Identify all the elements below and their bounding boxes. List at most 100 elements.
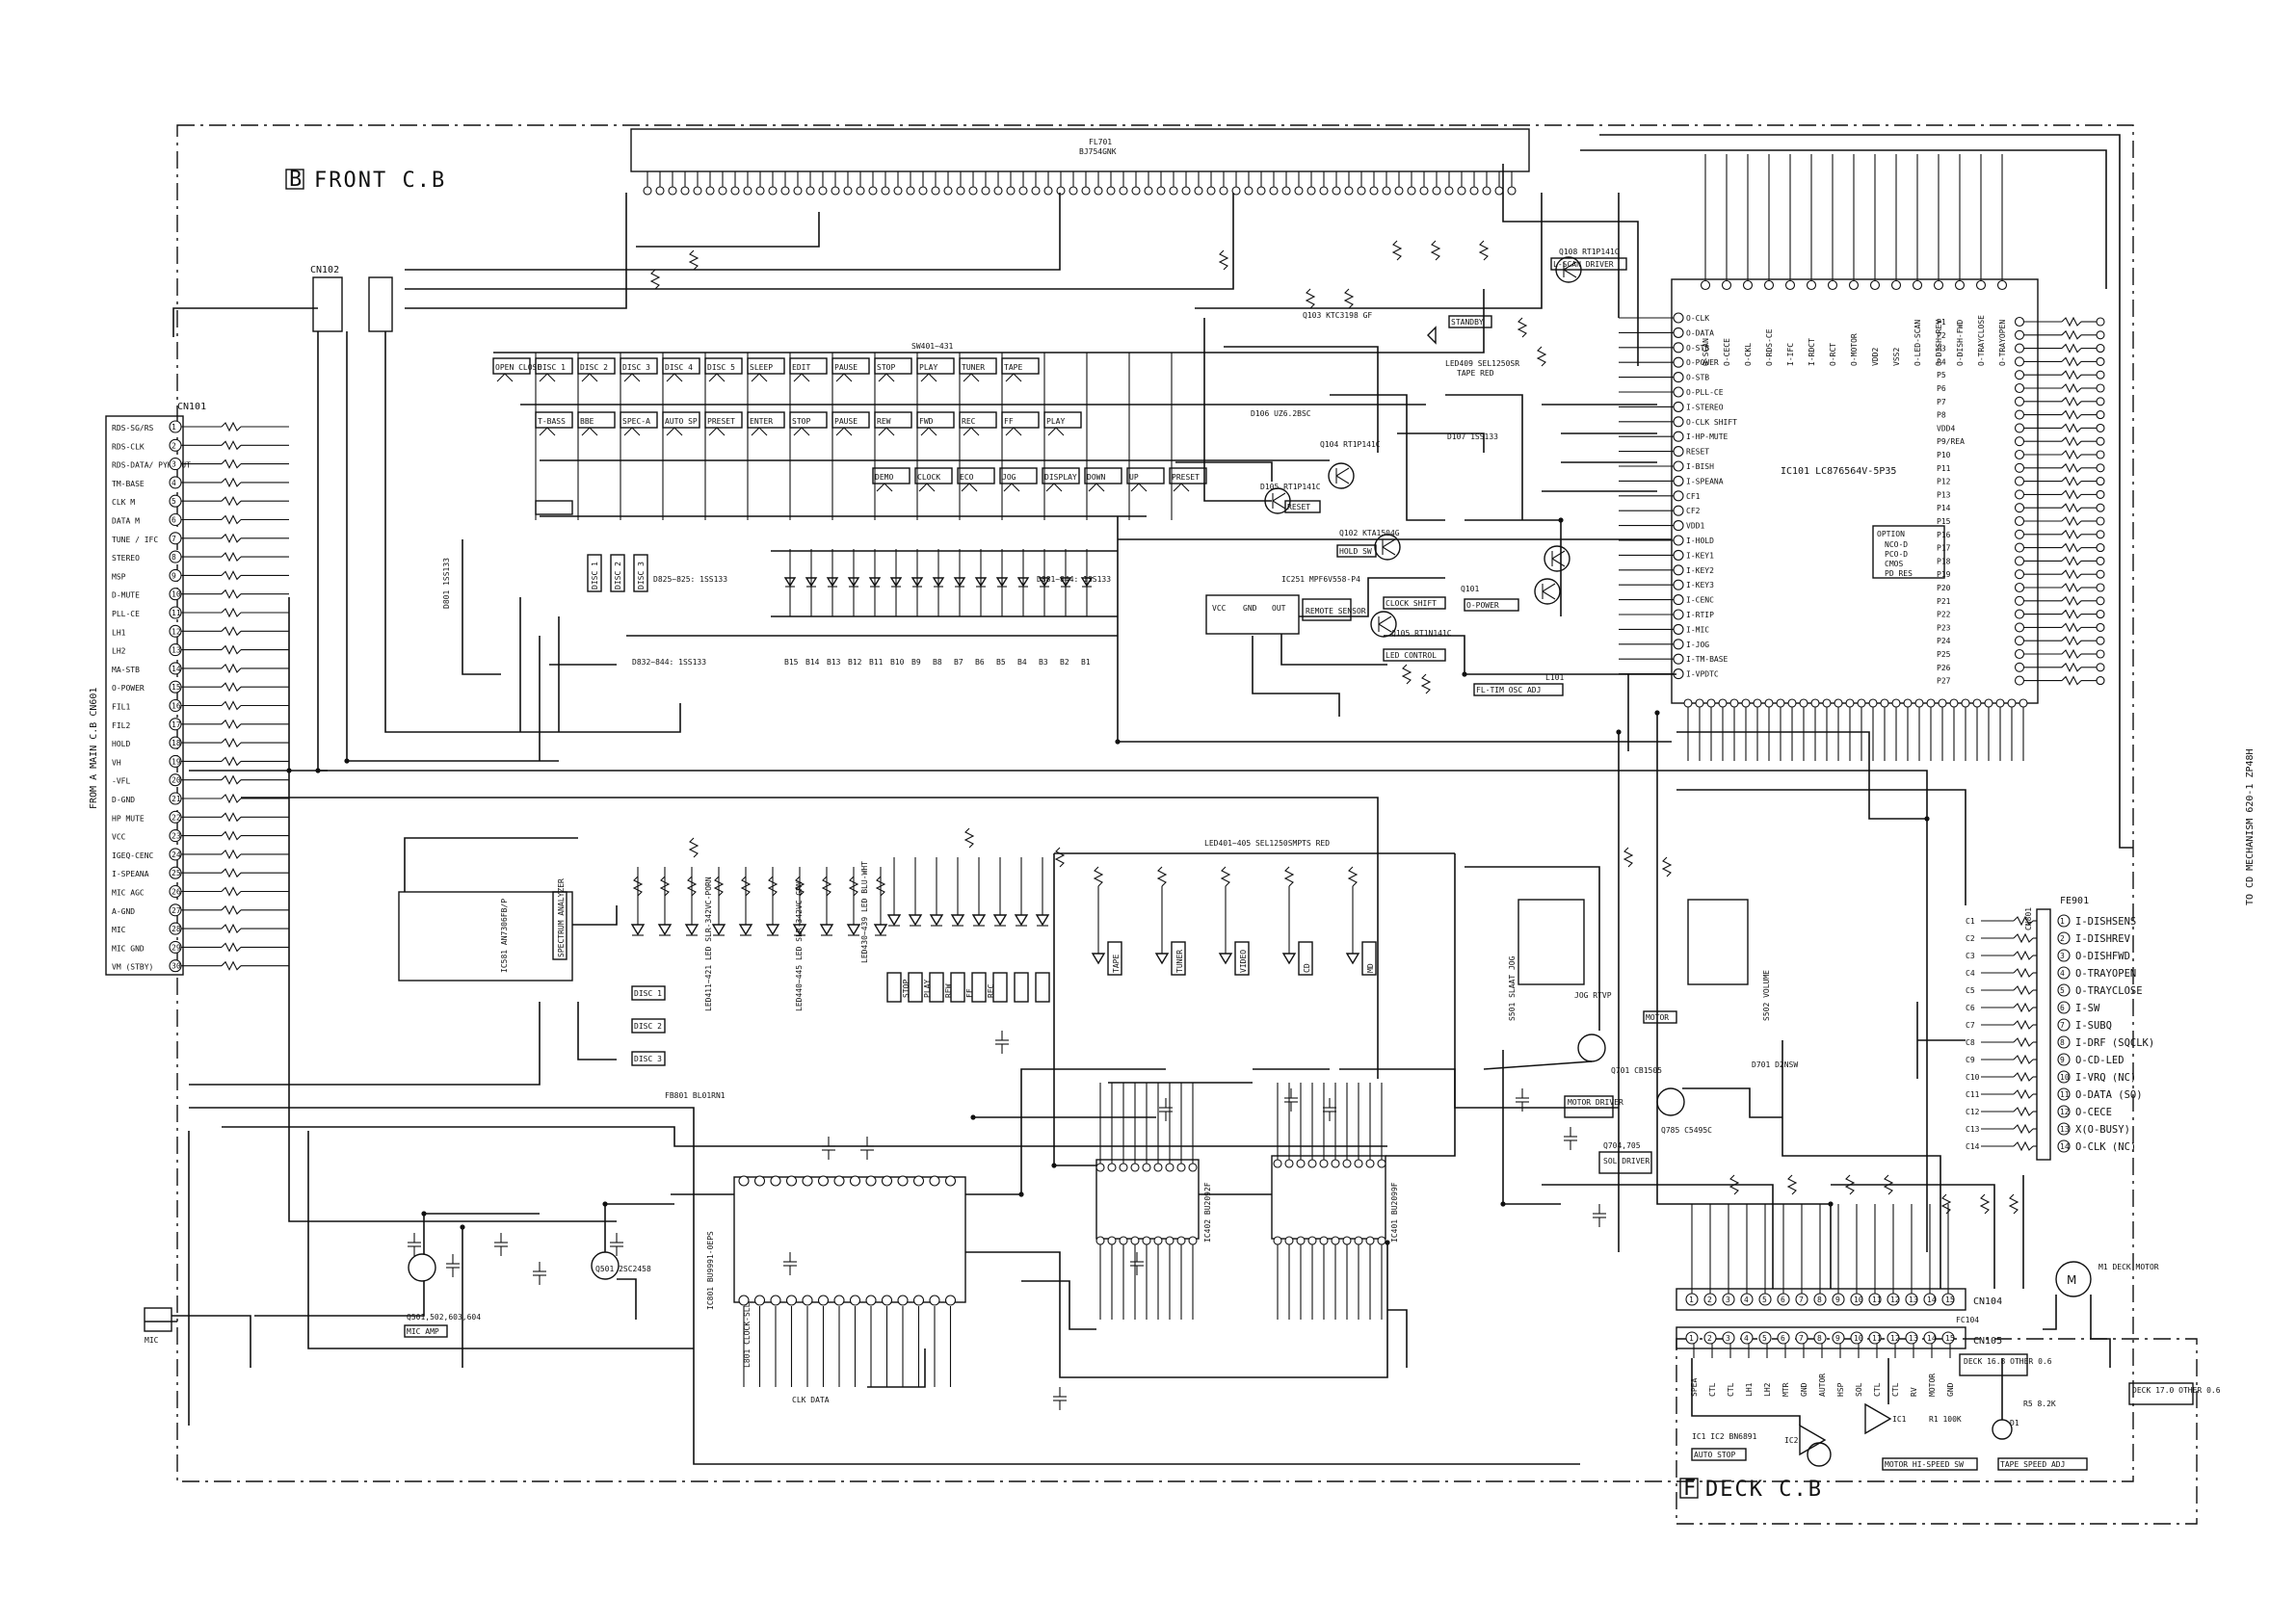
wire bbox=[1347, 866, 1359, 887]
clock-shift-label: CLOCK SHIFT bbox=[1386, 599, 1437, 608]
ic101-pin bbox=[2014, 343, 2025, 353]
ic101-pin-label: I-TM-BASE bbox=[1686, 655, 1729, 664]
cn101-pin-number: 18 bbox=[172, 739, 181, 747]
led-tag: REW bbox=[944, 983, 953, 998]
fl-pin bbox=[1407, 186, 1416, 196]
ic101-bottom-pin bbox=[1868, 698, 1878, 708]
cn801-pin-number: 7 bbox=[2060, 1021, 2065, 1030]
led-symbol bbox=[908, 914, 923, 927]
fl-pin bbox=[793, 186, 803, 196]
cn101-pin-label: CLK M bbox=[112, 498, 135, 507]
s502-body bbox=[1687, 899, 1749, 985]
wire bbox=[963, 427, 980, 436]
wire bbox=[963, 827, 975, 849]
ic101-pin-label: O-CLK bbox=[1686, 314, 1709, 323]
cn101-pin-number: 22 bbox=[172, 813, 181, 822]
o-power-box bbox=[1464, 598, 1519, 612]
ic101-grid-pin bbox=[2096, 317, 2105, 327]
wire bbox=[1979, 1193, 1991, 1215]
fl-pin bbox=[1119, 186, 1128, 196]
deck-volt-box bbox=[1959, 1353, 2028, 1376]
wire bbox=[1445, 394, 1523, 520]
key-label: PAUSE bbox=[834, 417, 858, 426]
ic801-pin bbox=[785, 1295, 798, 1306]
ic101-pin-label: P5 bbox=[1937, 371, 1946, 380]
ic101-grid-pin bbox=[2096, 397, 2105, 406]
wire bbox=[2013, 1123, 2034, 1135]
auto-stop-box bbox=[1691, 1448, 1747, 1461]
wire bbox=[189, 1002, 541, 1086]
junction-dot bbox=[1051, 1163, 1057, 1168]
ic402-pin bbox=[1107, 1163, 1117, 1172]
cn801-pin-number: 14 bbox=[2060, 1142, 2070, 1151]
cn801-pin-label: O-DISHFWD bbox=[2075, 951, 2130, 962]
disc-tag: DISC 2 bbox=[614, 562, 622, 589]
option-row: PD RES bbox=[1885, 569, 1913, 578]
wire bbox=[767, 876, 779, 897]
wire bbox=[1382, 538, 1396, 548]
wire bbox=[2013, 984, 2034, 996]
wire bbox=[1781, 1040, 1941, 1289]
wire bbox=[794, 876, 805, 897]
fl-osc-box bbox=[1473, 683, 1564, 696]
fl-pin bbox=[693, 186, 702, 196]
cn101-pin-number: 25 bbox=[172, 869, 181, 877]
key-label-box bbox=[492, 357, 531, 375]
front-letter: B bbox=[289, 168, 303, 192]
fl-pin bbox=[981, 186, 990, 196]
wire bbox=[835, 427, 853, 436]
ic402-pin bbox=[1165, 1236, 1174, 1245]
led-tag: PLAY bbox=[923, 980, 932, 998]
wire bbox=[221, 570, 242, 581]
transistor-symbol bbox=[1544, 545, 1570, 572]
junction-dot bbox=[1558, 517, 1564, 523]
ic801-pin bbox=[849, 1175, 861, 1187]
wire bbox=[384, 331, 681, 733]
ic101-pin-label: P12 bbox=[1937, 478, 1951, 486]
wire bbox=[1053, 1108, 1096, 1166]
wire bbox=[1844, 1174, 1856, 1195]
deck-part: R1 100K bbox=[1929, 1415, 1962, 1424]
deck-pin-label: CTL bbox=[1708, 1382, 1717, 1397]
wire bbox=[2008, 1193, 2019, 1215]
junction-dot bbox=[1115, 739, 1121, 745]
deck-ic-label: IC1 IC2 BN6891 bbox=[1692, 1432, 1757, 1441]
led-control-box bbox=[1383, 648, 1446, 662]
ic101-pin-label: P23 bbox=[1937, 623, 1951, 632]
d107-label: D107 1SS133 bbox=[1447, 432, 1498, 441]
ic101-bottom-pin bbox=[1961, 698, 1970, 708]
ic101-pin bbox=[1673, 386, 1684, 398]
ic101-pin bbox=[1673, 535, 1684, 546]
cn101-pin-label: LH2 bbox=[112, 647, 126, 656]
cn101-pin-number: 26 bbox=[172, 888, 181, 897]
fl-pin bbox=[768, 186, 778, 196]
ic101-pin-label: VDD2 bbox=[1871, 348, 1880, 366]
deck-pin-label: MTR bbox=[1781, 1382, 1790, 1397]
disc-tag: DISC 3 bbox=[637, 562, 646, 589]
diode bbox=[953, 577, 966, 588]
wire bbox=[2061, 635, 2082, 646]
wire bbox=[221, 607, 242, 618]
cn104-pin-number: 9 bbox=[1835, 1296, 1840, 1304]
cn801-pin bbox=[2057, 931, 2071, 945]
ic101-pin bbox=[1673, 446, 1684, 458]
wire bbox=[317, 331, 328, 772]
wire bbox=[1831, 1184, 1995, 1289]
fl-pin bbox=[668, 186, 677, 196]
q703-symbol bbox=[1656, 1087, 1685, 1116]
wire bbox=[2013, 1054, 2034, 1065]
wire bbox=[1676, 731, 1927, 820]
wire bbox=[1542, 1184, 1774, 1289]
cn101-pin-number: 9 bbox=[172, 571, 176, 580]
fl-pin bbox=[1444, 186, 1454, 196]
wire bbox=[751, 373, 768, 382]
fl-pin bbox=[956, 186, 965, 196]
fl-pin bbox=[1394, 186, 1404, 196]
fl-ref: FL701 bbox=[1089, 138, 1112, 146]
cn104-body bbox=[1676, 1288, 1966, 1311]
ic101-bottom-pin bbox=[1695, 698, 1704, 708]
diode-row-tag: B1 bbox=[1081, 658, 1091, 667]
ic402-pin bbox=[1188, 1163, 1198, 1172]
wire bbox=[346, 331, 559, 762]
